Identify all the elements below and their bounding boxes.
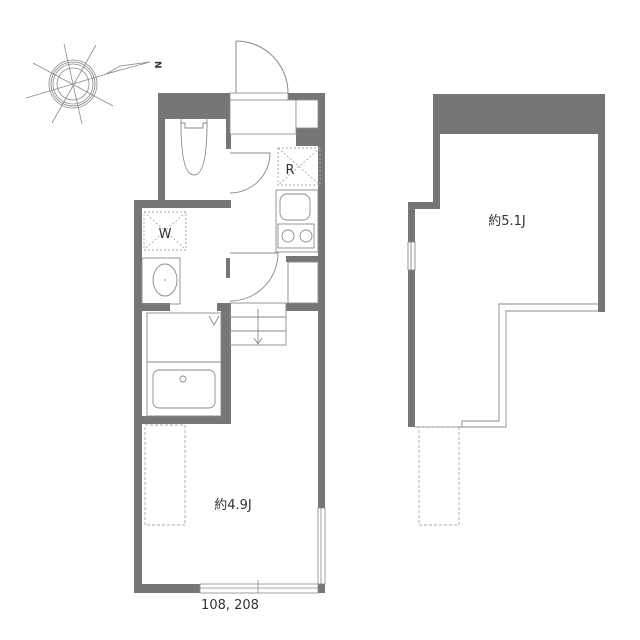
wash-basin-icon [141,257,181,305]
washer-icon [143,211,187,251]
dimension-label: 108, 208 [201,598,259,613]
loft-ladder-outline [418,426,460,526]
stairs-icon [229,302,287,346]
main-room-area-label: 約4.9J [214,498,252,513]
kitchen-sink-icon [275,189,319,253]
refrigerator-label: R [285,163,294,178]
loft-outline [407,241,598,526]
washer-label: W [159,227,172,242]
compass-icon [25,43,151,125]
refrigerator-icon [277,147,321,186]
toilet-door-icon [229,152,271,194]
closet-outline [144,424,186,526]
toilet-icon [180,118,208,176]
loft-area-label: 約5.1J [488,214,526,229]
entrance-door-icon [235,40,289,94]
main-floor-windows [199,92,326,594]
main-floor-walls [134,93,325,593]
north-label: N [152,61,162,69]
washroom-door-icon [229,252,279,302]
interior-details [141,118,321,526]
bathtub-icon [146,312,222,417]
loft-walls [408,94,605,427]
